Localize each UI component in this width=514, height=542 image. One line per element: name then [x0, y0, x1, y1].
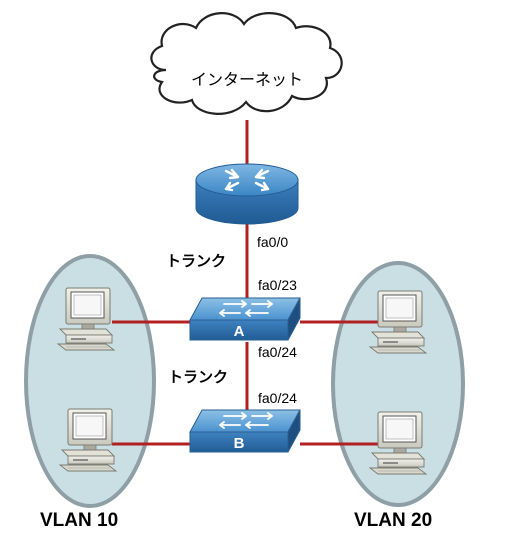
trunk-label-upper: トランク [166, 253, 226, 270]
router-port-label: fa0/0 [257, 234, 288, 250]
pc-vlan10-upper-icon [57, 287, 115, 351]
vlan-10-label: VLAN 10 [40, 510, 118, 531]
switch-a-letter: A [234, 323, 245, 340]
cloud-label: インターネット [191, 70, 303, 89]
pc-vlan20-upper-icon [369, 290, 427, 354]
pc-vlan10-lower-icon [59, 408, 117, 472]
vlan-20-label: VLAN 20 [354, 510, 432, 531]
switch-b-icon: B [189, 409, 301, 453]
switch-a-icon: A [189, 297, 301, 341]
trunk-label-lower: トランク [168, 369, 228, 386]
switch-b-letter: B [234, 435, 245, 452]
switch-a-downlink-port-label: fa0/24 [258, 344, 297, 360]
internet-cloud-icon: インターネット [150, 12, 343, 115]
router-icon [195, 163, 299, 225]
switch-a-uplink-port-label: fa0/23 [258, 277, 297, 293]
pc-vlan20-lower-icon [369, 411, 427, 475]
switch-b-uplink-port-label: fa0/24 [258, 390, 297, 406]
